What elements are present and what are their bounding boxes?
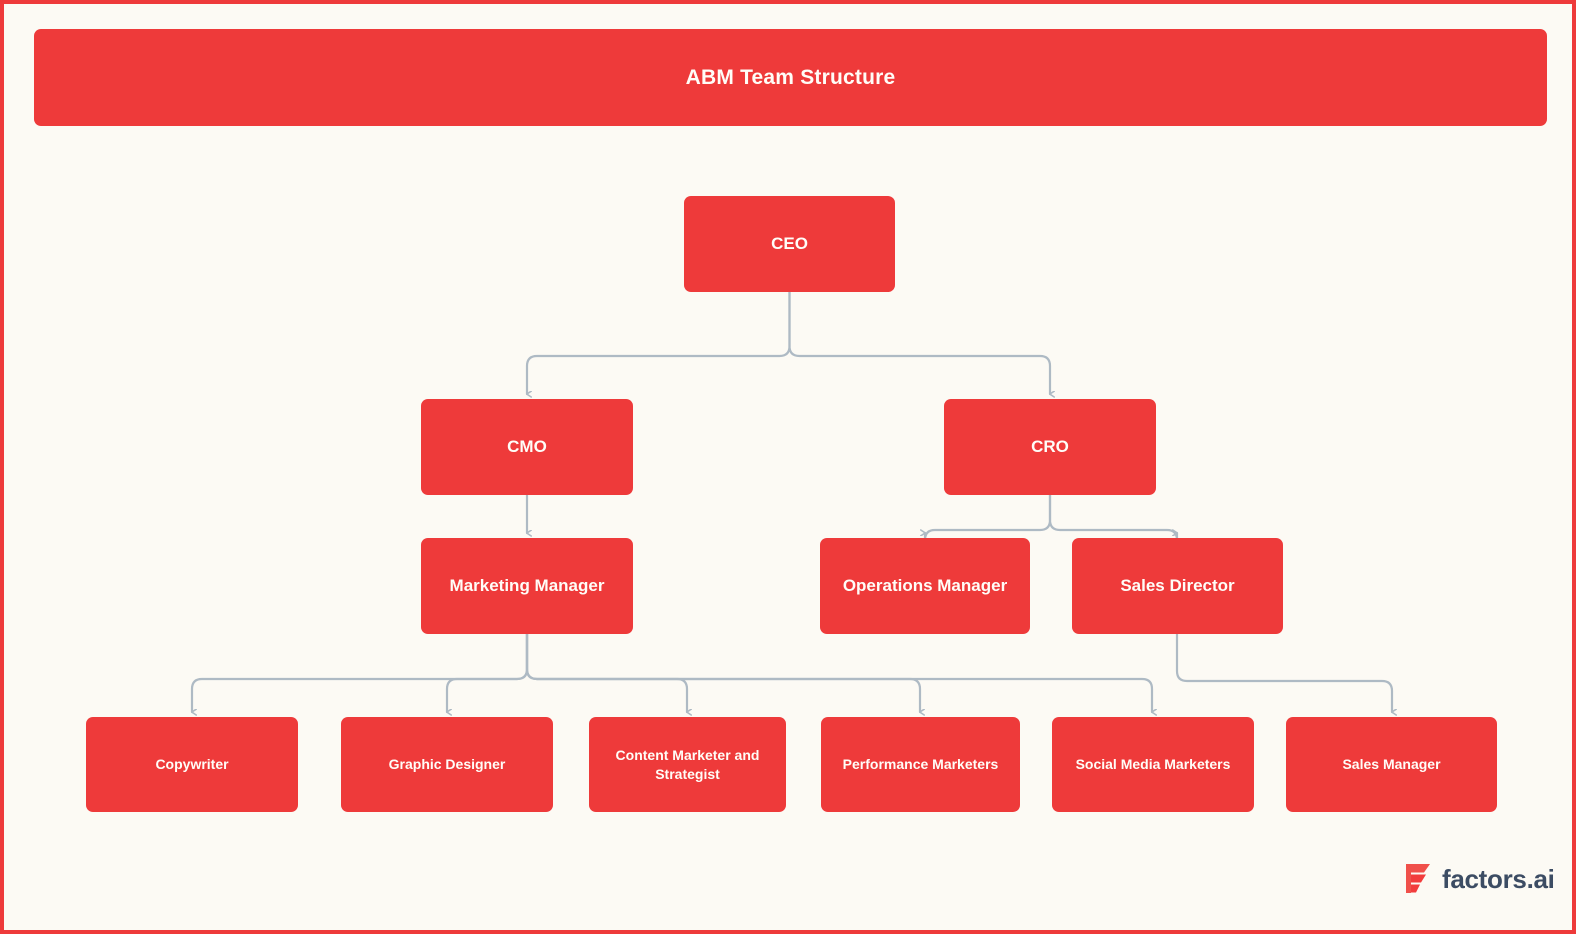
org-node-label: Operations Manager — [842, 575, 1008, 595]
org-node-label: CMO — [507, 436, 547, 456]
org-node-mktmgr[interactable]: Marketing Manager — [421, 538, 633, 634]
edge-ceo-cmo — [525, 290, 791, 394]
org-node-label: Social Media Marketers — [1075, 756, 1231, 773]
org-node-label: Graphic Designer — [388, 756, 506, 773]
org-node-label: Sales Manager — [1342, 756, 1441, 773]
edge-mktmgr-graphic — [445, 632, 529, 712]
edge-mktmgr-perf — [525, 632, 920, 712]
org-node-social[interactable]: Social Media Marketers — [1052, 717, 1254, 812]
page-title: ABM Team Structure — [685, 65, 896, 89]
edge-mktmgr-social — [525, 632, 1152, 712]
org-node-cmo[interactable]: CMO — [421, 399, 633, 495]
org-node-content[interactable]: Content Marketer and Strategist — [589, 717, 786, 812]
org-node-salesdir[interactable]: Sales Director — [1072, 538, 1283, 634]
org-node-ceo[interactable]: CEO — [684, 196, 895, 292]
org-node-cro[interactable]: CRO — [944, 399, 1156, 495]
factors-f-mark — [1406, 864, 1430, 893]
org-node-salesmgr[interactable]: Sales Manager — [1286, 717, 1497, 812]
edge-cro-opsmgr — [925, 493, 1052, 542]
org-node-label: Performance Marketers — [842, 756, 999, 773]
edge-mktmgr-content — [525, 632, 687, 712]
edge-mktmgr-copywriter — [190, 632, 529, 712]
logo-text: factors.ai — [1442, 863, 1555, 894]
edge-salesdir-salesmgr — [1175, 632, 1392, 712]
org-node-perf[interactable]: Performance Marketers — [821, 717, 1020, 812]
factors-ai-logo: factors.ai — [1402, 862, 1555, 896]
edge-cro-salesdir — [1048, 493, 1179, 542]
org-node-copywriter[interactable]: Copywriter — [86, 717, 298, 812]
diagram-title-bar: ABM Team Structure — [34, 29, 1547, 126]
org-node-label: Sales Director — [1120, 575, 1235, 595]
org-node-label: Content Marketer and Strategist — [615, 746, 760, 782]
edge-ceo-cro — [788, 290, 1051, 394]
org-node-opsmgr[interactable]: Operations Manager — [820, 538, 1030, 634]
org-node-label: Marketing Manager — [449, 575, 605, 595]
org-node-graphic[interactable]: Graphic Designer — [341, 717, 553, 812]
org-node-label: CRO — [1031, 436, 1069, 456]
org-node-label: Copywriter — [155, 756, 229, 773]
org-node-label: CEO — [771, 233, 808, 253]
